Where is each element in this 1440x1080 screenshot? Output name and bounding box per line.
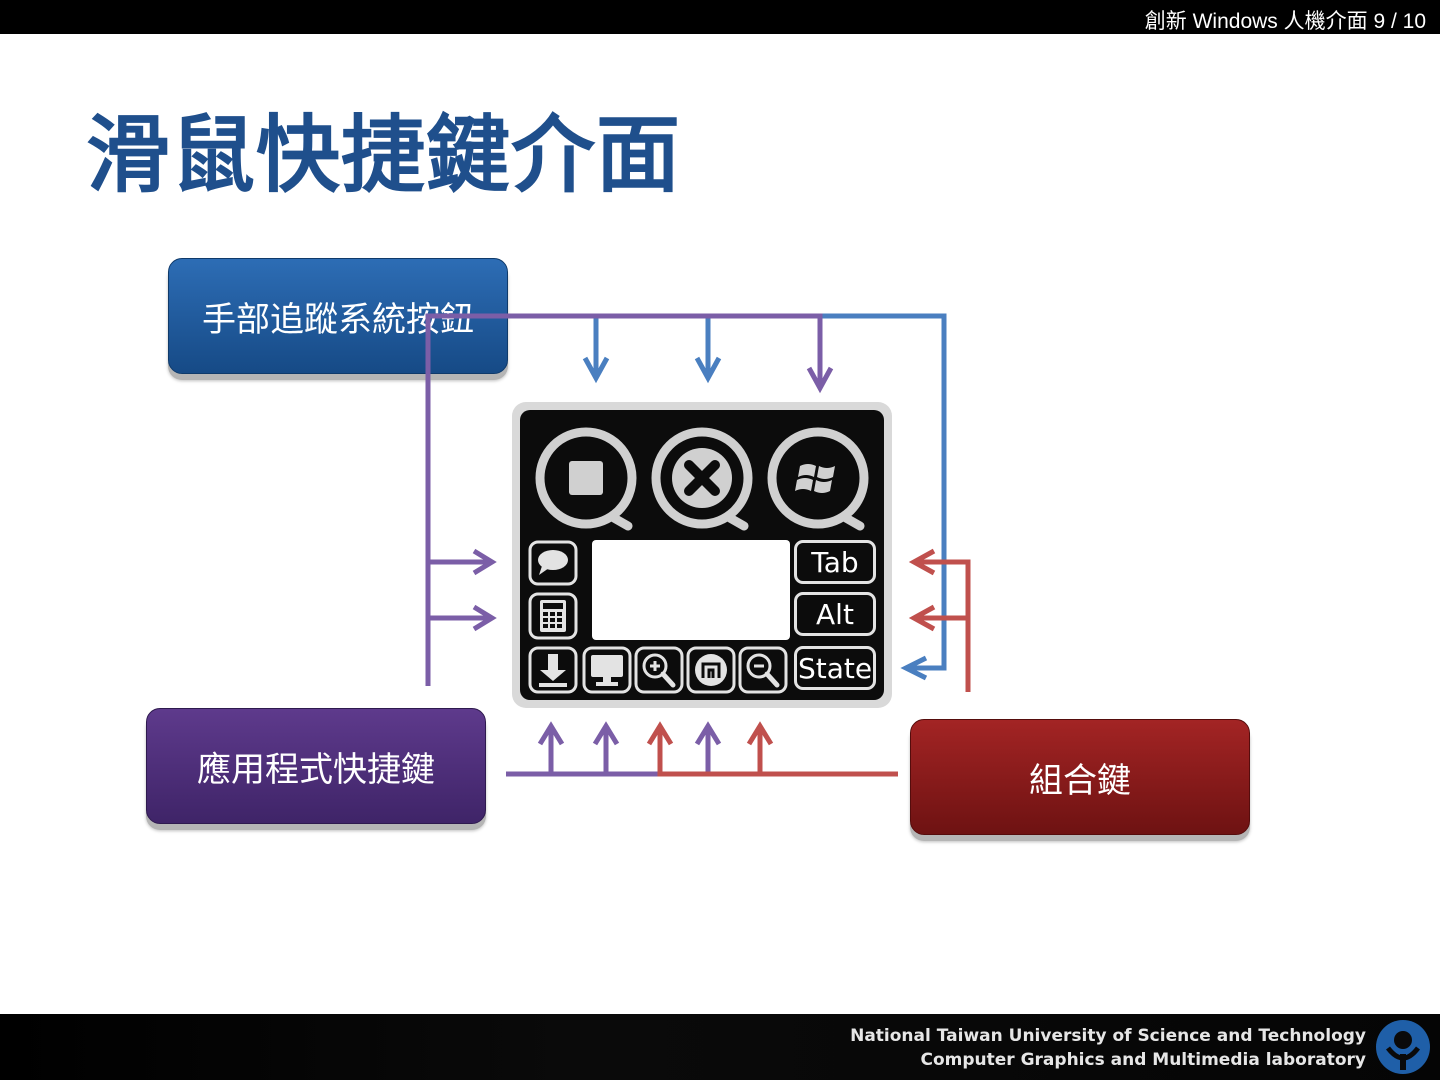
purple-arrow-bottom-2 <box>592 721 620 774</box>
red-connectors <box>646 548 971 777</box>
display-screen <box>592 540 790 640</box>
blue-arrow-1 <box>582 316 610 384</box>
alt-key[interactable]: Alt <box>794 592 876 636</box>
combo-keys-label: 組合鍵 <box>1029 760 1131 801</box>
app-shortcuts-box: 應用程式快捷鍵 <box>146 708 486 824</box>
header-text: 創新 Windows 人機介面 9 / 10 <box>1144 10 1426 33</box>
purple-arrow-top <box>806 366 834 394</box>
maximize-icon[interactable] <box>686 646 736 694</box>
shortcut-panel-inner: Tab Alt State <box>520 410 884 700</box>
purple-line-top <box>425 313 823 686</box>
stop-icon[interactable] <box>532 422 640 532</box>
footer-lab: Computer Graphics and Multimedia laborat… <box>920 1050 1367 1070</box>
windows-logo-icon[interactable] <box>764 422 872 532</box>
zoom-out-icon[interactable] <box>738 646 788 694</box>
blue-arrow-2 <box>694 316 722 384</box>
calculator-icon[interactable] <box>528 592 578 640</box>
blue-arrow-state <box>900 655 928 681</box>
monitor-icon[interactable] <box>582 646 632 694</box>
university-logo-icon <box>1376 1020 1430 1074</box>
blue-connectors <box>480 313 947 681</box>
red-arrow-bottom-5 <box>746 721 774 774</box>
purple-arrow-bottom-1 <box>537 721 565 774</box>
red-arrow-alt <box>908 604 968 632</box>
footer-university: National Taiwan University of Science an… <box>850 1026 1366 1046</box>
zoom-in-icon[interactable] <box>634 646 684 694</box>
speech-bubble-icon[interactable] <box>528 540 578 586</box>
download-icon[interactable] <box>528 646 578 694</box>
red-arrow-tab <box>908 548 971 692</box>
app-shortcuts-label: 應用程式快捷鍵 <box>197 749 435 790</box>
red-arrow-bottom-3 <box>646 721 898 777</box>
purple-arrow-left-2 <box>428 604 497 632</box>
tab-key[interactable]: Tab <box>794 540 876 584</box>
combo-keys-box: 組合鍵 <box>910 719 1250 835</box>
purple-connectors <box>425 313 834 777</box>
top-bar: 創新 Windows 人機介面 9 / 10 <box>0 0 1440 34</box>
state-key[interactable]: State <box>794 646 876 690</box>
page-title: 滑鼠快捷鍵介面 <box>86 106 682 204</box>
purple-arrow-bottom-4 <box>694 721 722 774</box>
purple-arrow-left-1 <box>428 548 497 576</box>
footer-bar: National Taiwan University of Science an… <box>0 1014 1440 1080</box>
close-icon[interactable] <box>648 422 756 532</box>
shortcut-panel: Tab Alt State <box>512 402 892 708</box>
